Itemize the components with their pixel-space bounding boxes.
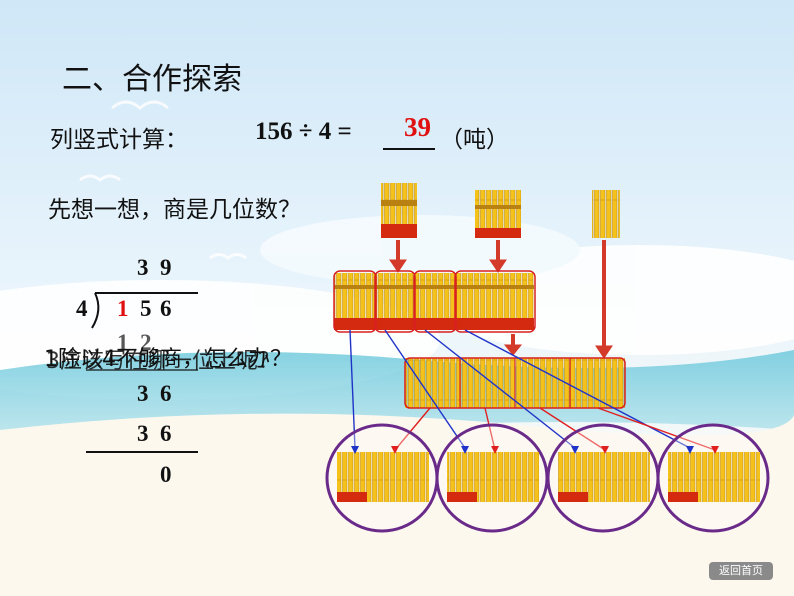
step-digit: 6 (160, 421, 172, 446)
question-label: 列竖式计算： (50, 127, 188, 153)
overlap-text-a: 1除以4不够商，怎么办？ (44, 347, 292, 372)
step-digit: 3 (137, 421, 149, 446)
slide-title: 二、合作探索 (62, 62, 242, 97)
hundred-bundle-icon (381, 183, 417, 238)
answer-value: 39 (404, 112, 431, 142)
overlap-text-b: 3应该写在哪一位上呢？ (46, 349, 280, 374)
unit-label: （吨） (440, 127, 509, 153)
single-sticks-icon (592, 190, 620, 238)
quotient-digit: 3 (137, 255, 149, 280)
fifteen-tens-row (333, 270, 536, 333)
quotient-digit: 9 (160, 255, 172, 280)
final-remainder: 0 (160, 462, 172, 487)
remainder-digit: 3 (137, 381, 149, 406)
step-digit: 1 (117, 330, 129, 355)
thirty-six-row (404, 357, 626, 409)
remainder-digit: 6 (160, 381, 172, 406)
dividend-digit: 5 (140, 296, 152, 321)
step-digit: 2 (140, 330, 152, 355)
tens-bundles-icon (475, 190, 521, 238)
dividend-digit: 1 (117, 296, 129, 321)
return-home-button[interactable]: 返回首页 (709, 562, 773, 580)
dividend-digit: 6 (160, 296, 172, 321)
think-question: 先想一想，商是几位数？ (48, 197, 301, 223)
answer-blank-line (383, 148, 435, 150)
divisor: 4 (76, 296, 88, 321)
division-bracket (91, 292, 100, 329)
division-equation: 156 ÷ 4 = (255, 118, 352, 145)
